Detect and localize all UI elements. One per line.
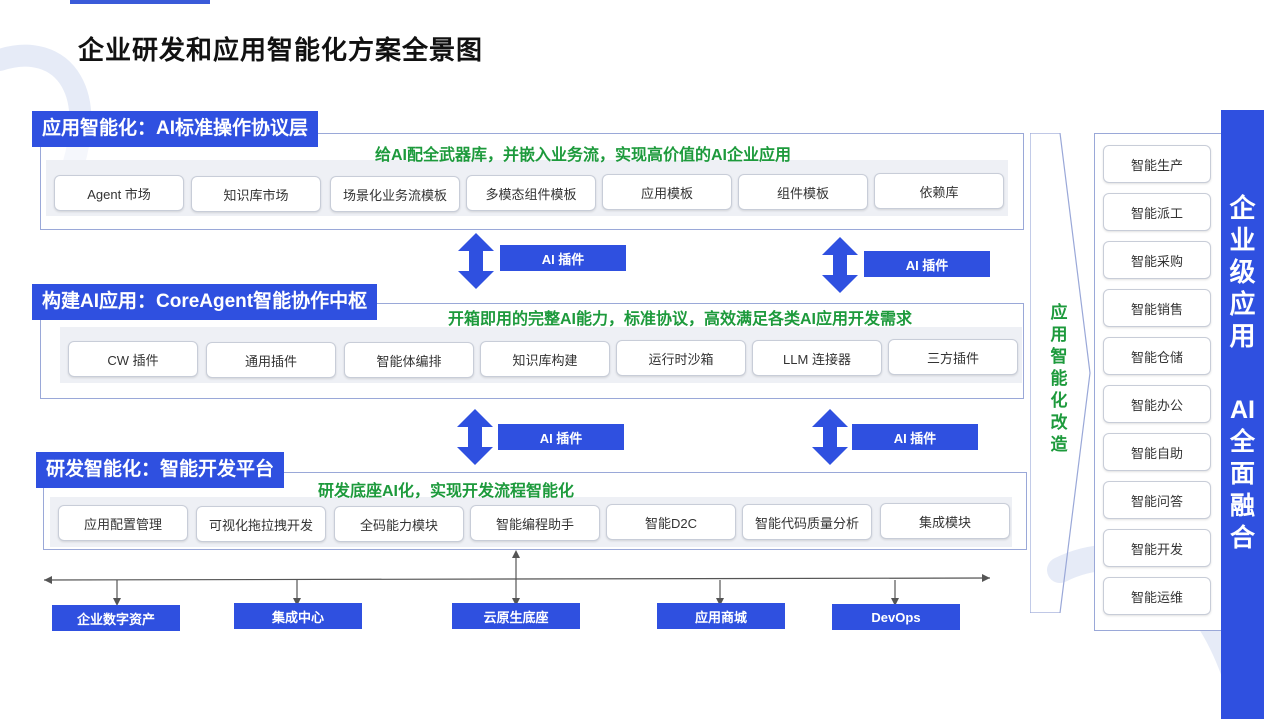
item-full-code-module[interactable]: 全码能力模块 bbox=[334, 506, 464, 542]
top-accent-bar bbox=[70, 0, 210, 4]
layer-2-subtitle: 开箱即用的完整AI能力，标准协议，高效满足各类AI应用开发需求 bbox=[448, 311, 913, 328]
page-title: 企业研发和应用智能化方案全景图 bbox=[78, 35, 484, 65]
foundation-integration-center: 集成中心 bbox=[234, 603, 362, 629]
item-app-config-management[interactable]: 应用配置管理 bbox=[58, 505, 188, 541]
transform-chevron-arrow bbox=[1030, 133, 1091, 613]
ai-plugin-tag: AI 插件 bbox=[498, 424, 624, 450]
item-smart-d2c[interactable]: 智能D2C bbox=[606, 504, 736, 540]
double-arrow-icon bbox=[822, 237, 858, 293]
side-item-smart-procurement[interactable]: 智能采购 bbox=[1103, 241, 1211, 279]
layer-3-subtitle: 研发底座AI化，实现开发流程智能化 bbox=[318, 483, 575, 500]
ai-plugin-tag: AI 插件 bbox=[852, 424, 978, 450]
ai-plugin-tag: AI 插件 bbox=[864, 251, 990, 277]
double-arrow-icon bbox=[457, 409, 493, 465]
item-multimodal-component-template[interactable]: 多模态组件模板 bbox=[466, 175, 596, 211]
item-general-plugin[interactable]: 通用插件 bbox=[206, 342, 336, 378]
side-item-smart-operations[interactable]: 智能运维 bbox=[1103, 577, 1211, 615]
layer-3-title: 研发智能化：智能开发平台 bbox=[36, 452, 285, 488]
band-text-enterprise-app: 企业级应用 bbox=[1229, 193, 1256, 351]
transform-label: 应用智能化改造 bbox=[1050, 303, 1068, 454]
foundation-connector-lines bbox=[43, 550, 991, 606]
side-item-smart-sales[interactable]: 智能销售 bbox=[1103, 289, 1211, 327]
item-knowledge-market[interactable]: 知识库市场 bbox=[191, 176, 321, 212]
item-cw-plugin[interactable]: CW 插件 bbox=[68, 341, 198, 377]
layer-1-title: 应用智能化：AI标准操作协议层 bbox=[32, 111, 319, 147]
item-agent-orchestration[interactable]: 智能体编排 bbox=[344, 342, 474, 378]
item-third-party-plugin[interactable]: 三方插件 bbox=[888, 339, 1018, 375]
item-knowledge-base-build[interactable]: 知识库构建 bbox=[480, 341, 610, 377]
side-item-smart-warehouse[interactable]: 智能仓储 bbox=[1103, 337, 1211, 375]
band-text-ai-fusion: AI全面融合 bbox=[1229, 396, 1255, 552]
item-scenario-workflow-template[interactable]: 场景化业务流模板 bbox=[330, 176, 460, 212]
item-dependency-library[interactable]: 依赖库 bbox=[874, 173, 1004, 209]
side-item-smart-qa[interactable]: 智能问答 bbox=[1103, 481, 1211, 519]
layer-1-subtitle: 给AI配全武器库，并嵌入业务流，实现高价值的AI企业应用 bbox=[375, 147, 792, 164]
foundation-devops: DevOps bbox=[832, 604, 960, 630]
item-runtime-sandbox[interactable]: 运行时沙箱 bbox=[616, 340, 746, 376]
item-llm-connector[interactable]: LLM 连接器 bbox=[752, 340, 882, 376]
item-visual-drag-drop-dev[interactable]: 可视化拖拉拽开发 bbox=[196, 506, 326, 542]
item-app-template[interactable]: 应用模板 bbox=[602, 174, 732, 210]
item-agent-market[interactable]: Agent 市场 bbox=[54, 175, 184, 211]
double-arrow-icon bbox=[458, 233, 494, 289]
side-item-smart-office[interactable]: 智能办公 bbox=[1103, 385, 1211, 423]
side-item-smart-self-service[interactable]: 智能自助 bbox=[1103, 433, 1211, 471]
ai-plugin-tag: AI 插件 bbox=[500, 245, 626, 271]
side-item-smart-dispatch[interactable]: 智能派工 bbox=[1103, 193, 1211, 231]
item-smart-coding-assistant[interactable]: 智能编程助手 bbox=[470, 505, 600, 541]
enterprise-ai-band: 企业级应用 AI全面融合 bbox=[1221, 110, 1264, 719]
foundation-cloud-native-base: 云原生底座 bbox=[452, 603, 580, 629]
foundation-enterprise-digital-assets: 企业数字资产 bbox=[52, 605, 180, 631]
item-component-template[interactable]: 组件模板 bbox=[738, 174, 868, 210]
foundation-app-store: 应用商城 bbox=[657, 603, 785, 629]
layer-2-title: 构建AI应用：CoreAgent智能协作中枢 bbox=[32, 284, 378, 320]
side-item-smart-development[interactable]: 智能开发 bbox=[1103, 529, 1211, 567]
item-integration-module[interactable]: 集成模块 bbox=[880, 503, 1010, 539]
double-arrow-icon bbox=[812, 409, 848, 465]
side-item-smart-production[interactable]: 智能生产 bbox=[1103, 145, 1211, 183]
item-code-quality-analysis[interactable]: 智能代码质量分析 bbox=[742, 504, 872, 540]
